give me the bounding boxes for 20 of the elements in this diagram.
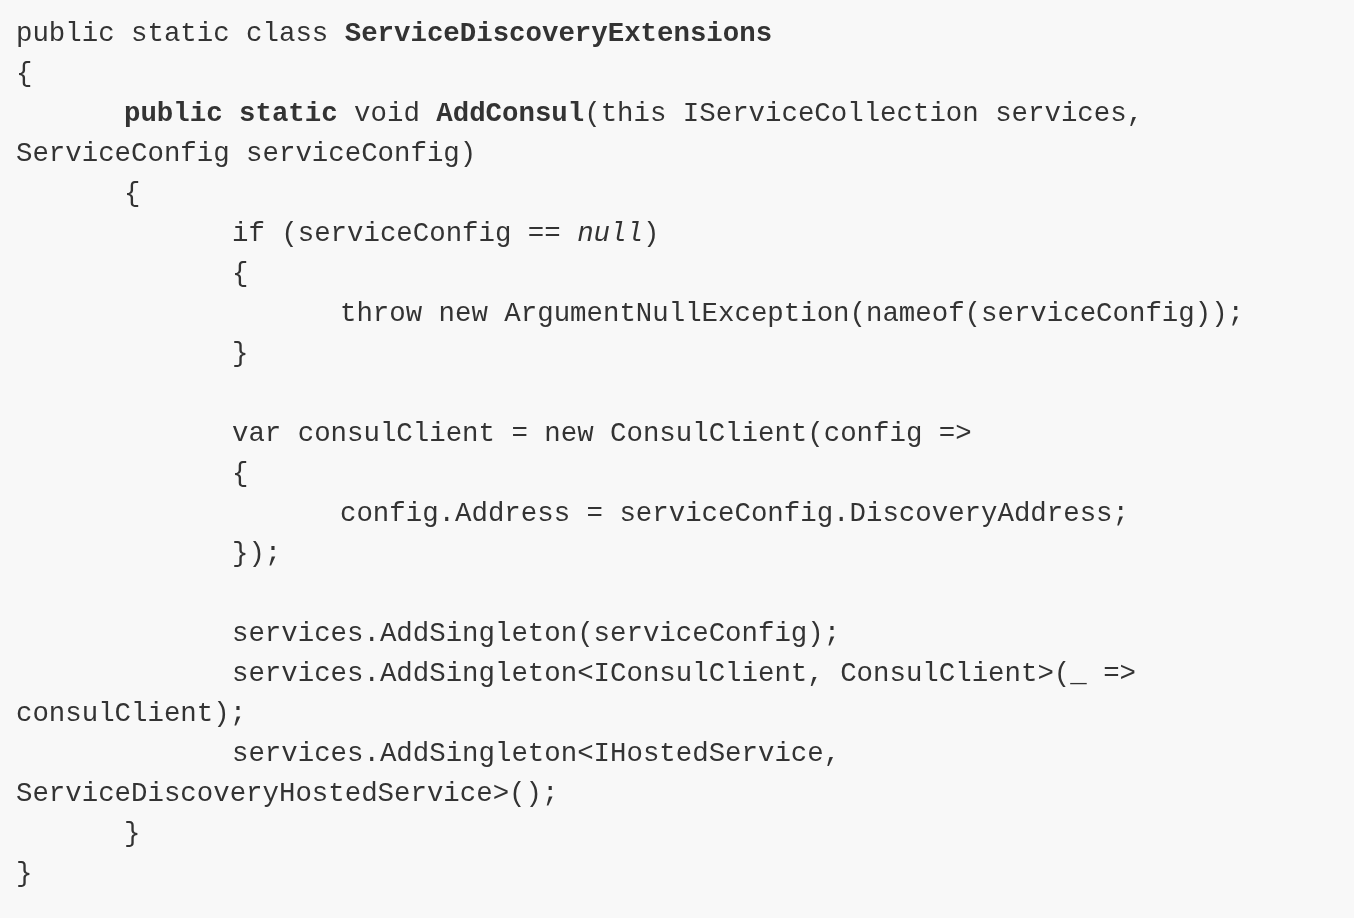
code-line: { xyxy=(16,57,33,91)
code-line: public static class ServiceDiscoveryExtensions xyxy=(16,17,773,51)
code-line: { xyxy=(232,457,249,491)
code-line: { xyxy=(232,257,249,291)
code-line: { xyxy=(124,177,141,211)
code-line: ServiceConfig serviceConfig) xyxy=(16,137,477,171)
code-line: } xyxy=(232,337,249,371)
code-line: services.AddSingleton(serviceConfig); xyxy=(232,617,841,651)
code-line: throw new ArgumentNullException(nameof(serviceConfig)); xyxy=(340,297,1245,331)
code-line: if (serviceConfig == null) xyxy=(232,217,660,251)
code-line: services.AddSingleton<IConsulClient, ConsulClient>(_ => xyxy=(232,657,1137,691)
code-line: } xyxy=(124,817,141,851)
code-line: config.Address = serviceConfig.DiscoveryAddress; xyxy=(340,497,1129,531)
code-line: }); xyxy=(232,537,282,571)
code-line: services.AddSingleton<IHostedService, xyxy=(232,737,841,771)
code-line: var consulClient = new ConsulClient(config => xyxy=(232,417,972,451)
code-line: public static void AddConsul(this IServiceCollection services, xyxy=(124,97,1144,131)
code-line: ServiceDiscoveryHostedService>(); xyxy=(16,777,559,811)
code-line: } xyxy=(16,857,33,891)
code-line: consulClient); xyxy=(16,697,247,731)
